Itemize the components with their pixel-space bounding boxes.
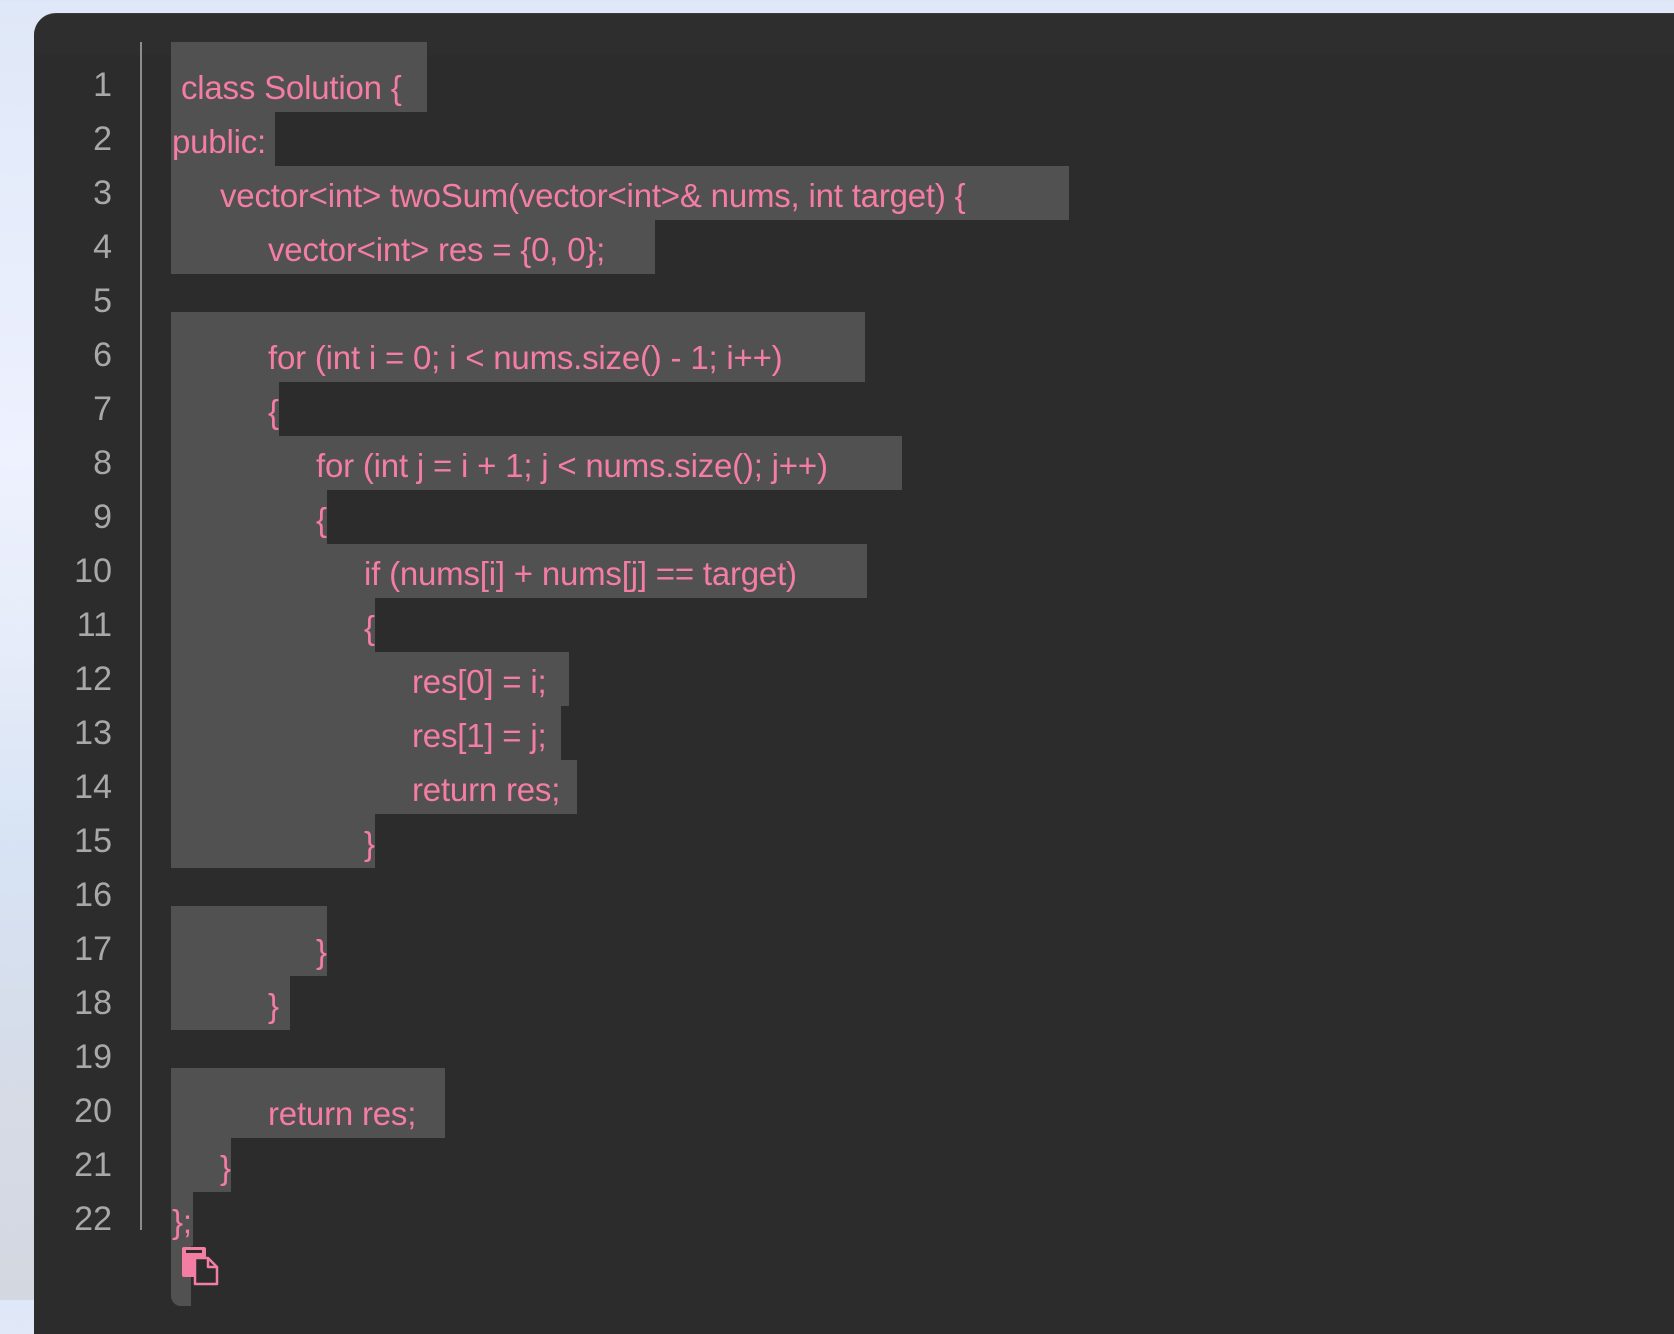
line-number: 20 xyxy=(74,1092,112,1130)
copy-icon xyxy=(182,1247,219,1286)
line-number: 2 xyxy=(93,120,112,158)
line-number: 9 xyxy=(93,498,112,536)
line-number: 4 xyxy=(93,228,112,266)
line-number: 10 xyxy=(74,552,112,590)
line-number: 7 xyxy=(93,390,112,428)
selection-highlight xyxy=(171,1068,445,1138)
code-line[interactable]: } xyxy=(316,933,327,970)
selection-highlight xyxy=(171,220,655,274)
code-line[interactable]: { xyxy=(316,501,327,538)
code-line[interactable]: } xyxy=(364,825,375,862)
line-number: 6 xyxy=(93,336,112,374)
code-editor-panel: 1 class Solution { 2 public: 3 vector<int> t… xyxy=(34,13,1674,1334)
code-line[interactable]: for (int i = 0; i < nums.size() - 1; i++… xyxy=(268,339,783,376)
code-line[interactable]: } xyxy=(268,987,279,1024)
code-line[interactable]: public: xyxy=(172,123,266,160)
code-line[interactable]: for (int j = i + 1; j < nums.size(); j++… xyxy=(316,447,828,484)
line-number: 11 xyxy=(76,606,112,644)
code-line[interactable]: { xyxy=(268,393,279,430)
code-line[interactable]: return res; xyxy=(412,771,561,808)
selection-highlight xyxy=(171,490,327,544)
line-number: 15 xyxy=(74,822,112,860)
selection-highlight xyxy=(171,814,375,868)
line-number: 17 xyxy=(74,930,112,968)
selection-highlight xyxy=(171,652,569,706)
selection-highlight xyxy=(171,906,327,976)
selection-highlight xyxy=(171,112,275,166)
selection-highlight xyxy=(171,436,902,490)
selection-highlight xyxy=(171,544,867,598)
code-line[interactable]: res[1] = j; xyxy=(412,717,547,754)
selection-highlight xyxy=(171,598,375,652)
selection-highlight xyxy=(171,382,279,436)
selection-highlight xyxy=(171,42,427,112)
selection-highlight xyxy=(171,166,1069,220)
selection-highlight xyxy=(171,760,577,814)
code-line[interactable]: if (nums[i] + nums[j] == target) xyxy=(364,555,797,592)
selection-highlight xyxy=(171,976,290,1030)
selection-highlight xyxy=(171,1192,193,1246)
line-number: 21 xyxy=(74,1146,112,1184)
line-number: 3 xyxy=(93,174,112,212)
line-number: 5 xyxy=(93,282,112,320)
selection-highlight xyxy=(171,1138,231,1192)
copy-code-button[interactable] xyxy=(181,1246,219,1286)
code-line[interactable]: { xyxy=(364,609,375,646)
line-number: 22 xyxy=(74,1200,112,1238)
line-number: 14 xyxy=(74,768,112,806)
line-number: 13 xyxy=(74,714,112,752)
code-line[interactable]: vector<int> twoSum(vector<int>& nums, in… xyxy=(220,177,966,214)
code-line[interactable]: }; xyxy=(172,1203,192,1240)
line-number: 16 xyxy=(74,876,112,914)
code-line[interactable]: res[0] = i; xyxy=(412,663,547,700)
code-line[interactable]: vector<int> res = {0, 0}; xyxy=(268,231,606,268)
selection-highlight xyxy=(171,312,865,382)
code-line[interactable]: return res; xyxy=(268,1095,417,1132)
line-number: 19 xyxy=(74,1038,112,1076)
line-number: 1 xyxy=(93,66,112,104)
code-line[interactable]: class Solution { xyxy=(172,69,402,106)
code-line[interactable]: } xyxy=(220,1149,231,1186)
selection-highlight xyxy=(171,706,561,760)
line-number: 18 xyxy=(74,984,112,1022)
line-number: 8 xyxy=(93,444,112,482)
line-number: 12 xyxy=(74,660,112,698)
gutter-divider xyxy=(140,42,142,1230)
